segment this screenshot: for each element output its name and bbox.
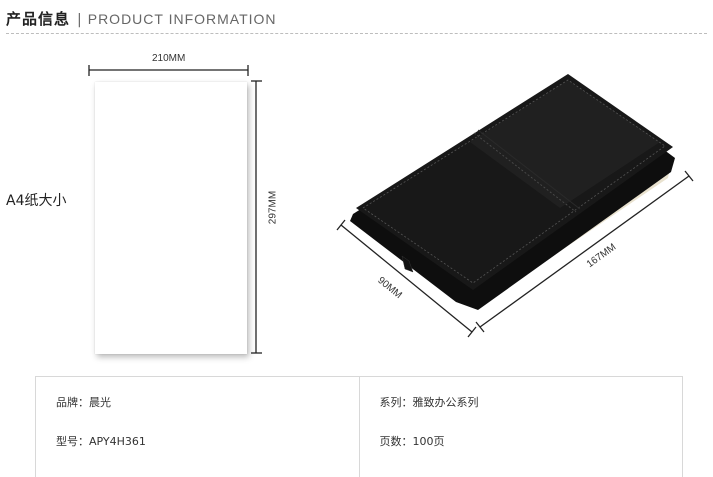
product-length-label: 167MM [585,242,618,271]
a4-paper [95,82,247,354]
product-length-dimension [475,170,694,333]
product-width-label: 90MM [375,275,404,301]
title-separator: | [77,12,82,28]
notebook-image [350,74,675,310]
spec-table: 品牌：晨光 系列：雅致办公系列 型号：APY4H361 页数：100页 [35,376,683,477]
section-title: 产品信息 [6,10,71,28]
header-divider [6,33,707,34]
section-header: 产品信息 | PRODUCT INFORMATION [6,8,277,28]
spec-row: 型号：APY4H361 页数：100页 [36,427,682,477]
spec-row: 品牌：晨光 系列：雅致办公系列 [36,377,682,427]
a4-height-dimension [251,80,262,354]
a4-label: A4纸大小 [6,193,67,209]
spec-brand: 品牌：晨光 [56,396,111,409]
spec-model: 型号：APY4H361 [56,435,146,448]
a4-height-label: 297MM [267,190,279,225]
a4-width-dimension [88,65,249,76]
spec-series: 系列：雅致办公系列 [358,377,683,427]
product-width-dimension [336,219,477,338]
a4-width-label: 210MM [152,53,186,64]
dimension-graphics: 90MM 167MM [88,65,694,354]
section-subtitle: PRODUCT INFORMATION [87,11,277,27]
spec-pages: 页数：100页 [358,427,683,477]
